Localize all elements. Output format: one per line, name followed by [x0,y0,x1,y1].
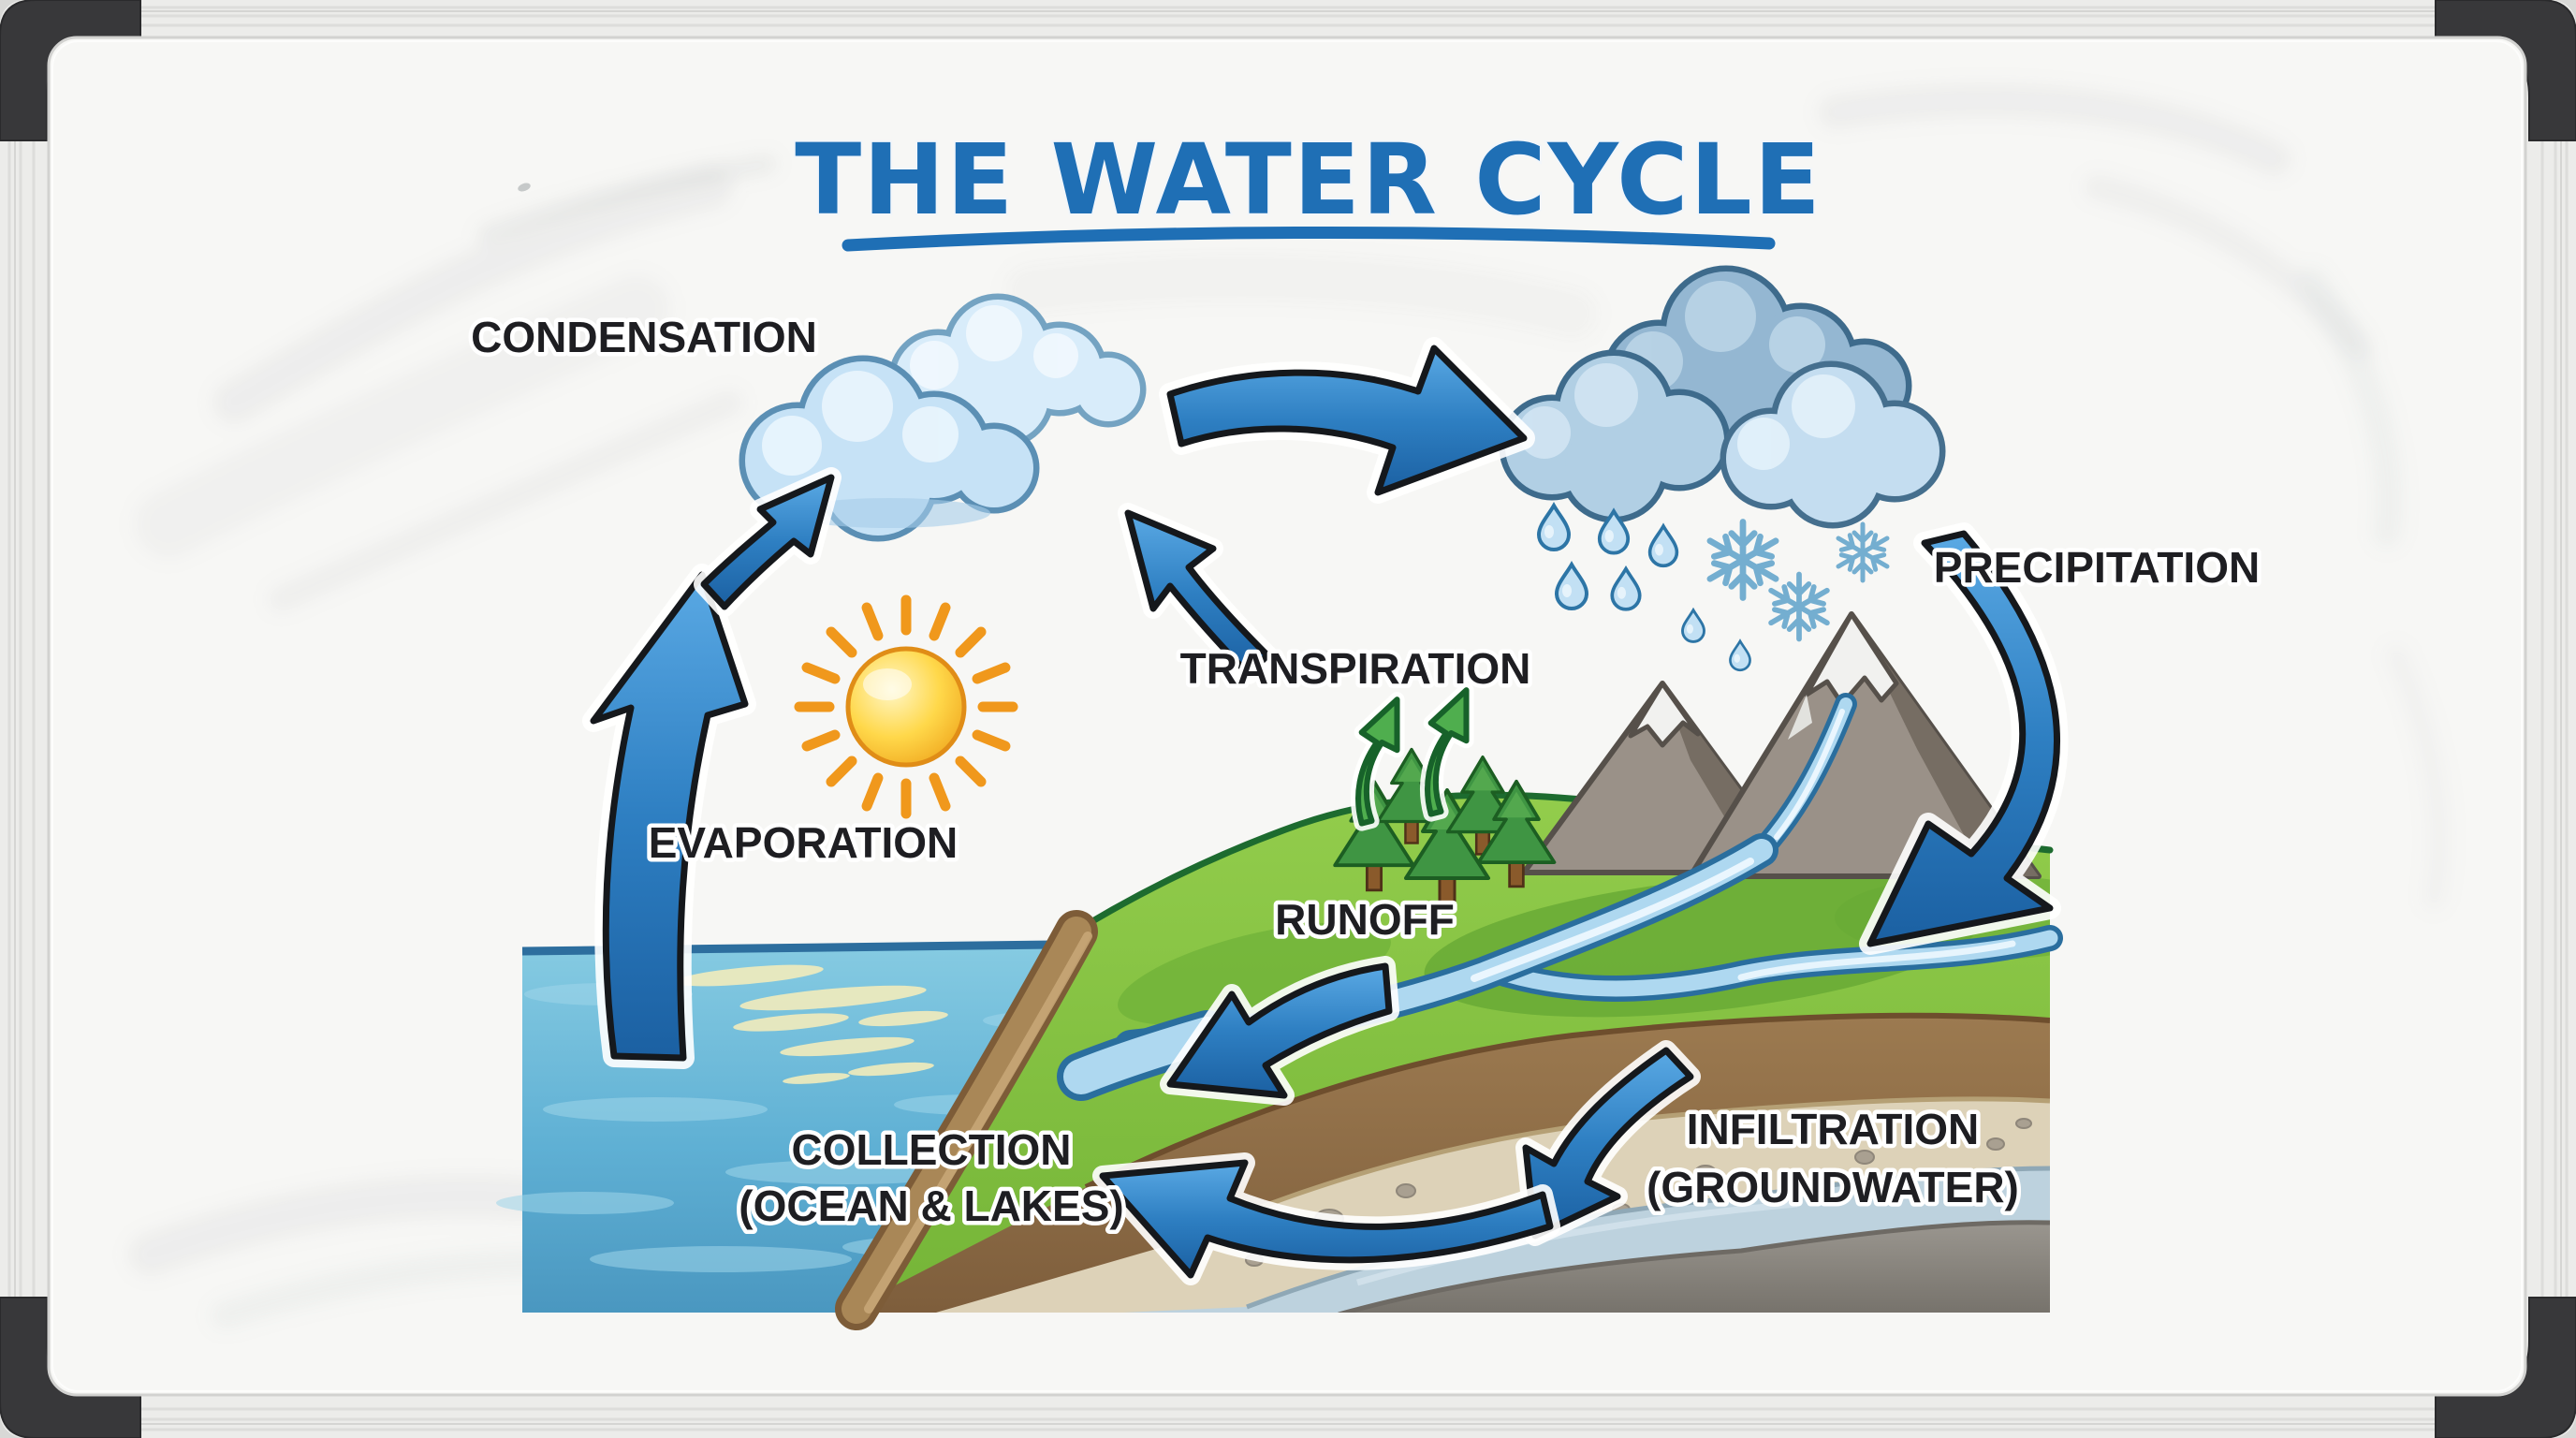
label-transpiration: TRANSPIRATION [1180,644,1531,693]
shoreline [835,910,1098,1330]
rain-clouds [1499,265,1946,529]
label-infiltration-line2: (GROUNDWATER) [1647,1163,2019,1211]
frame-texture [7,6,2569,1431]
bedrock-layer [1339,1222,2050,1313]
label-collection-line1: COLLECTION [792,1125,1072,1174]
label-evaporation: EVAPORATION [649,818,959,867]
label-runoff: RUNOFF [1275,895,1455,944]
label-infiltration-line1: INFILTRATION [1687,1105,1980,1153]
rain-cloud-icon [1720,360,1946,529]
diagram-labels: CONDENSATION PRECIPITATION TRANSPIRATION… [467,309,2264,1235]
title-underline [842,226,1776,252]
label-condensation: CONDENSATION [471,313,817,361]
sun-glint [674,964,948,1084]
sun-icon [794,594,1018,819]
label-collection-line2: (OCEAN & LAKES) [739,1181,1123,1230]
rain-cloud-icon [1499,349,1731,523]
cloud-icon [888,293,1147,448]
page-title: THE WATER CYCLE [795,123,1822,237]
label-precipitation: PRECIPITATION [1934,543,2260,592]
